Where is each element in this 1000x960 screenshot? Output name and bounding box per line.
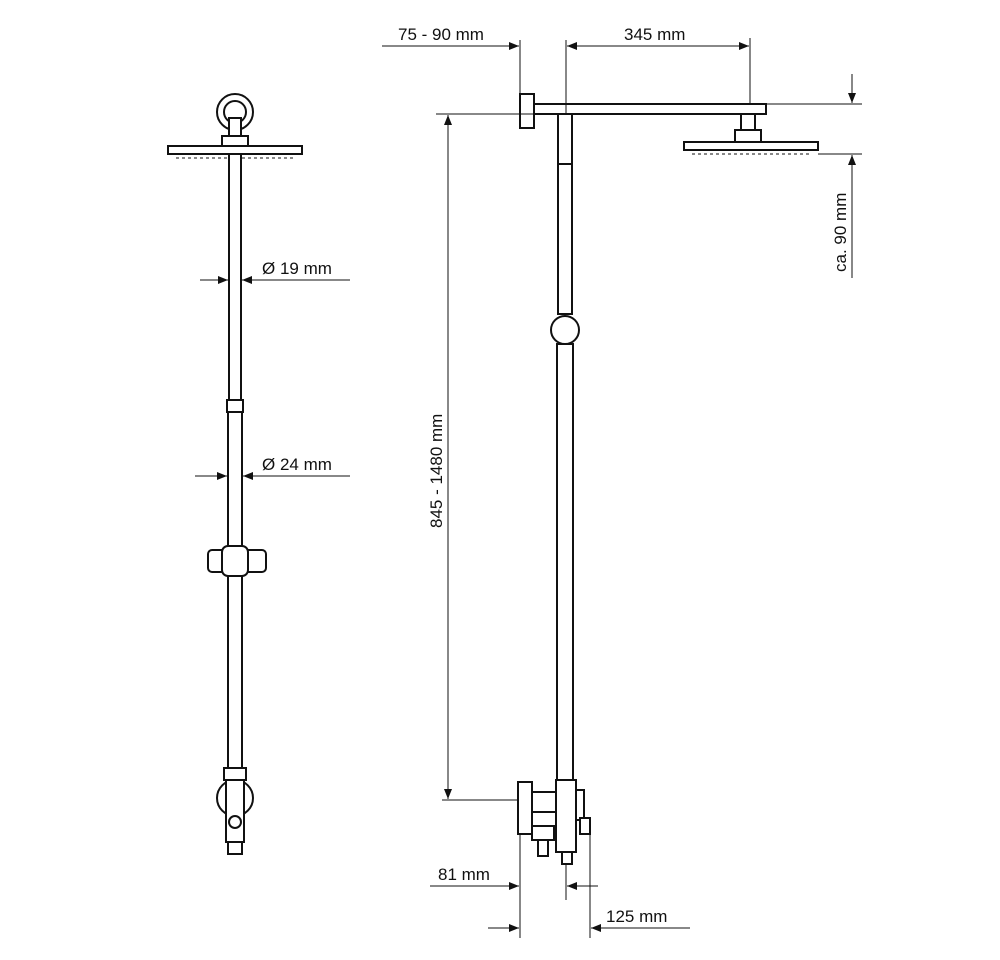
dim-wall-offset: 75 - 90 mm <box>398 25 484 44</box>
side-shower-head <box>683 113 819 155</box>
dim-rod-lower-diameter: Ø 24 mm <box>262 455 332 474</box>
dimension-rod-upper: Ø 19 mm <box>200 259 350 284</box>
front-sleeve <box>226 399 244 413</box>
side-rod-joint <box>557 113 573 165</box>
dim-height-range: 845 - 1480 mm <box>427 414 446 528</box>
front-lower-rod <box>227 411 243 769</box>
side-lower-rod <box>556 343 574 781</box>
side-height-knob <box>550 315 580 345</box>
front-thermostatic-mixer <box>216 767 254 855</box>
dimension-rod-lower: Ø 24 mm <box>195 455 350 480</box>
front-view: Ø 19 mm Ø 24 mm <box>167 93 350 855</box>
side-wall-plate <box>519 93 535 129</box>
front-upper-rod <box>228 153 242 401</box>
dim-arm-length: 345 mm <box>624 25 685 44</box>
dim-outlet-spacing: 81 mm <box>438 865 490 884</box>
side-view: 75 - 90 mm 345 mm ca. 90 mm 845 - 1480 m… <box>382 25 862 938</box>
dimension-mixer-depth: 125 mm <box>488 834 690 938</box>
dimension-wall-offset: 75 - 90 mm <box>382 25 600 114</box>
dim-mixer-depth: 125 mm <box>606 907 667 926</box>
dimension-height-range: 845 - 1480 mm <box>427 113 558 801</box>
dimension-outlet-spacing: 81 mm <box>430 834 598 938</box>
dimension-head-drop: ca. 90 mm <box>766 74 862 278</box>
front-hand-shower-holder <box>207 545 267 577</box>
dim-rod-upper-diameter: Ø 19 mm <box>262 259 332 278</box>
dim-head-drop: ca. 90 mm <box>831 193 850 272</box>
dimension-arm-length: 345 mm <box>600 25 751 104</box>
side-thermostatic-mixer <box>517 779 591 865</box>
side-shower-arm <box>533 103 767 115</box>
front-wall-mount <box>216 93 254 137</box>
side-upper-rod <box>557 163 573 315</box>
